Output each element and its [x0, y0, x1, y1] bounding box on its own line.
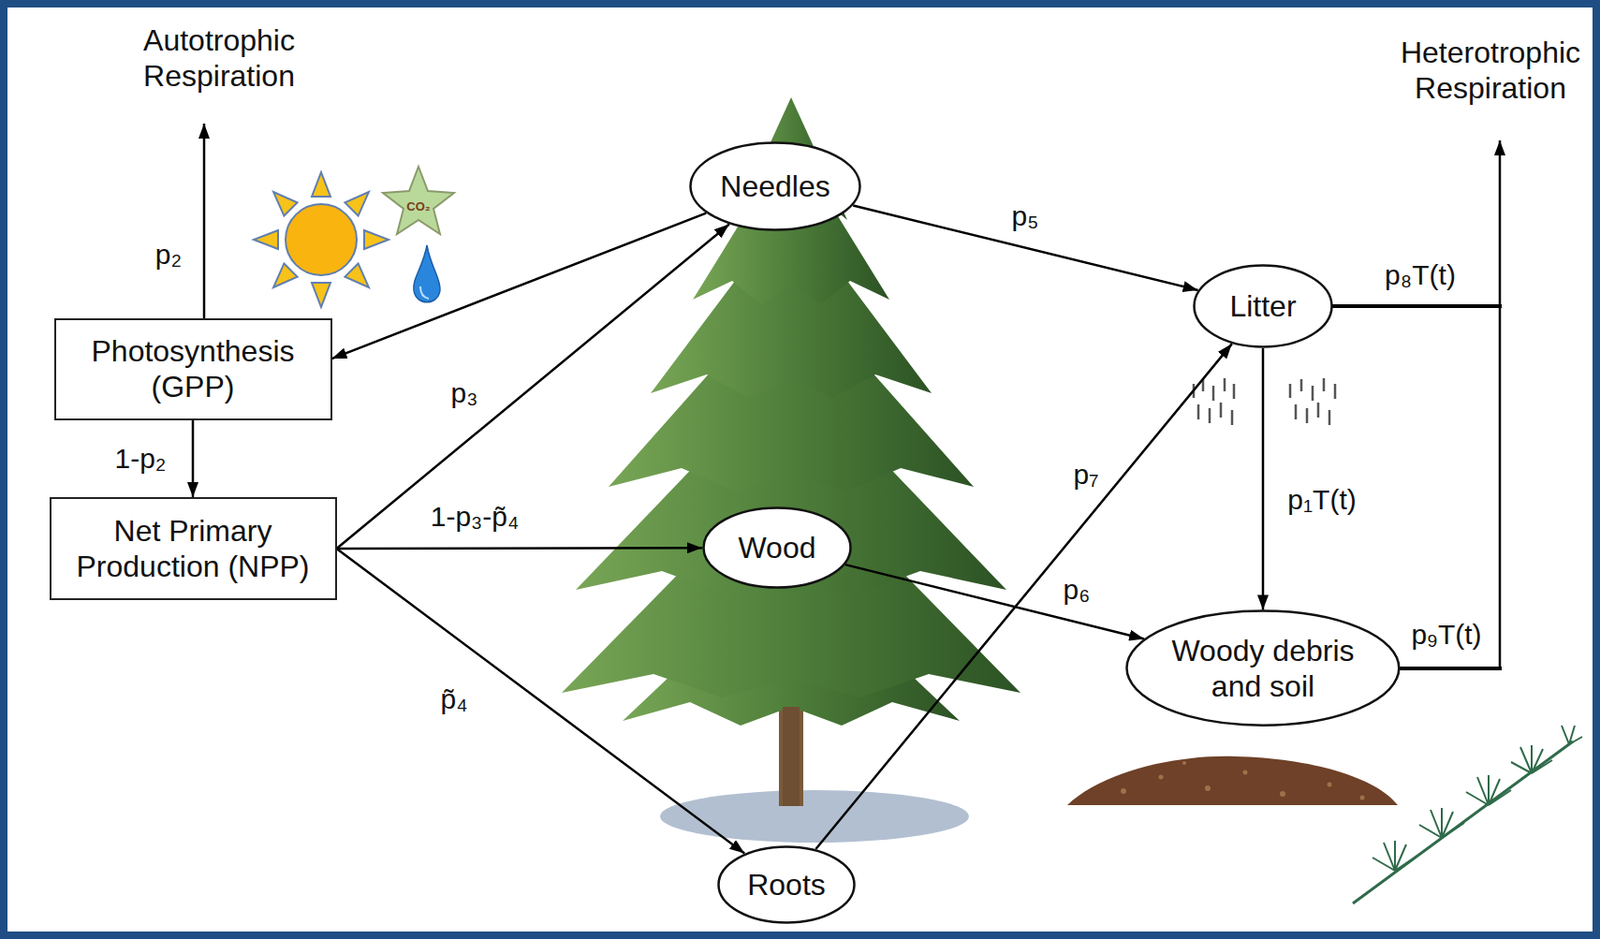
flow-arrow: [815, 343, 1232, 850]
ellipse-outline: [1125, 609, 1401, 727]
sun-ray: [364, 230, 389, 250]
flow-arrow: [332, 213, 707, 359]
tree-trunk: [782, 706, 800, 807]
respiration-arrow: [1498, 140, 1502, 671]
flow-arrow: [845, 564, 1145, 639]
text-label: p₉T(t): [1410, 617, 1482, 652]
text-label: Heterotrophic Respiration: [1394, 34, 1587, 107]
ellipse-outline: [690, 143, 861, 231]
node-text: Wood: [737, 529, 816, 566]
sun-ray: [266, 263, 298, 294]
node-text: Woody debris and soil: [1161, 632, 1364, 705]
flow-arrow: [191, 420, 195, 499]
co2-star: [382, 166, 455, 235]
pool-ellipse: Woody debris and soil: [1125, 609, 1401, 727]
flow-rate-label: p₆: [1063, 572, 1091, 607]
flow-arrow: [337, 546, 704, 550]
flow-arrow: [1262, 348, 1265, 610]
sun-ray: [266, 185, 298, 217]
flow-rate-label: p₇: [1073, 457, 1100, 492]
process-box: Net Primary Production (NPP): [49, 497, 338, 601]
sun-ray: [311, 172, 331, 197]
node-text: Photosynthesis (GPP): [75, 333, 310, 406]
text-label: Autotrophic Respiration: [125, 22, 313, 95]
sun-ray: [344, 263, 376, 294]
sun-ray: [253, 230, 279, 250]
node-text: Needles: [719, 168, 830, 205]
pine-needles: [1372, 725, 1583, 871]
pool-ellipse: Wood: [702, 506, 852, 589]
pool-ellipse: Roots: [717, 845, 856, 925]
pool-ellipse: Needles: [689, 141, 862, 232]
ellipse-outline: [719, 847, 855, 924]
pool-ellipse: Litter: [1192, 264, 1334, 349]
tree-shadow: [660, 790, 969, 843]
text-label: p₂: [155, 237, 182, 272]
flow-rate-label: p₁T(t): [1287, 483, 1356, 517]
node-text: Litter: [1229, 288, 1296, 324]
respiration-line: [1327, 304, 1502, 309]
soil-speckles: [1120, 761, 1366, 801]
respiration-arrow: [203, 123, 206, 319]
pine-branch: [1352, 741, 1573, 904]
flow-rate-label: p₃: [451, 376, 479, 411]
flow-arrow: [337, 548, 746, 854]
sun-ray: [344, 185, 376, 217]
flow-rate-label: 1-p₃-p̃₄: [430, 499, 520, 534]
sun-symbol: [253, 172, 389, 308]
flow-arrow: [337, 224, 730, 549]
node-text: Net Primary Production (NPP): [69, 513, 318, 586]
water-drop-highlight: [420, 286, 429, 299]
process-box: Photosynthesis (GPP): [54, 318, 333, 421]
text-label: CO₂: [406, 199, 430, 215]
flow-rate-label: 1-p₂: [114, 441, 166, 476]
flow-rate-label: p₅: [1012, 199, 1040, 234]
ellipse-outline: [704, 508, 852, 588]
node-text: Roots: [747, 866, 826, 903]
water-drop: [413, 245, 441, 303]
litter-fall-marks: [1193, 378, 1336, 426]
sun-ray: [311, 282, 331, 308]
ellipse-outline: [1194, 265, 1333, 348]
ellipse-outline: [1127, 611, 1400, 726]
flow-rate-label: p̃₄: [440, 682, 469, 717]
soil-pile: [1067, 756, 1398, 806]
text-label: p₈T(t): [1384, 258, 1456, 293]
sun-core: [285, 204, 357, 276]
